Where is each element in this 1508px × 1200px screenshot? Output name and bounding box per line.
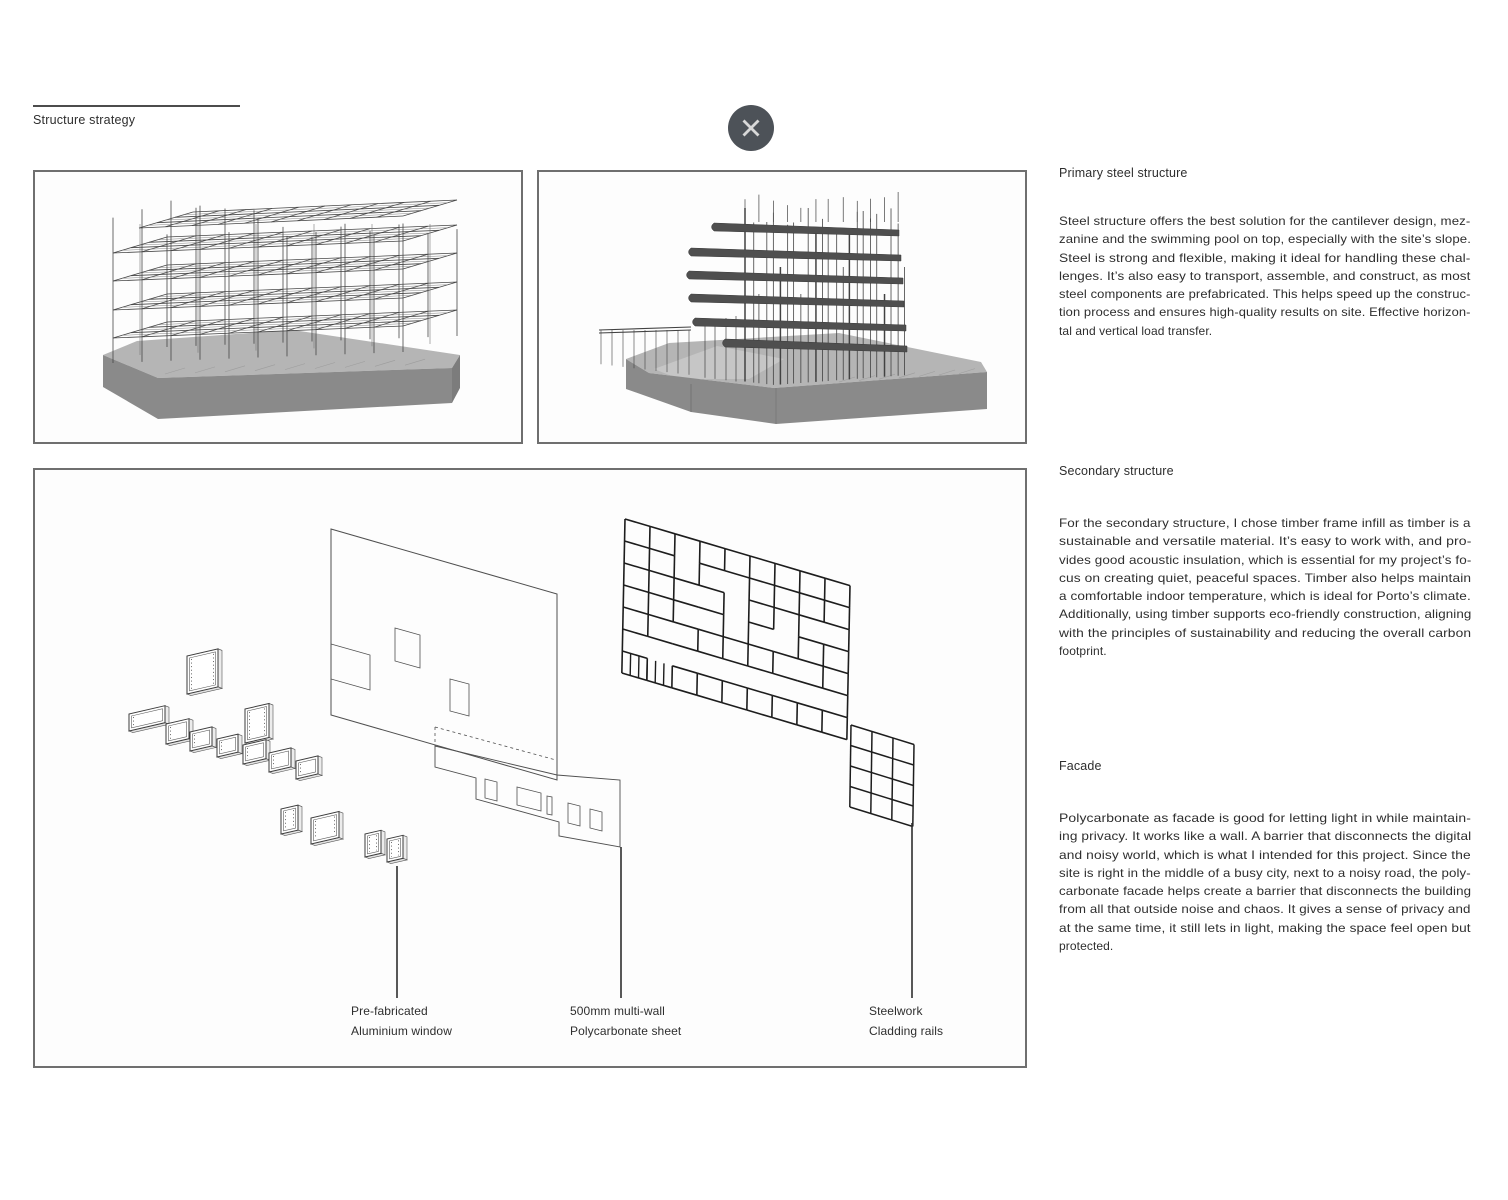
body-line: with the principles of sustainability an… [1059, 625, 1472, 640]
title-rule [33, 105, 240, 107]
aluminium-window-part [188, 726, 218, 753]
aluminium-window-part [279, 804, 304, 836]
diagram-label-line1: Steelwork [869, 1004, 923, 1018]
diagram-label-line1: 500mm multi-wall [570, 1004, 665, 1018]
steel-frame-axon-drawing [103, 199, 460, 419]
page-title: Structure strategy [33, 113, 136, 127]
aluminium-window-part [164, 718, 195, 746]
section-body: Steel structure offers the best solution… [1059, 212, 1471, 340]
section-heading: Facade [1059, 759, 1102, 773]
steel-columns-axon-drawing [598, 192, 987, 424]
panel-steel-structure-frame [33, 170, 523, 444]
body-line: protected. [1059, 939, 1114, 954]
body-line: Additionally, using timber supports eco-… [1059, 607, 1472, 622]
section-body: For the secondary structure, I chose tim… [1059, 514, 1471, 660]
body-line: carbonate facade helps create a barrier … [1059, 884, 1472, 899]
body-line: Polycarbonate as facade is good for lett… [1059, 811, 1471, 825]
body-line: Steel is strong and flexible, making it … [1059, 250, 1471, 265]
body-line: steel components are prefabricated. This… [1059, 287, 1471, 302]
body-line: a comfortable indoor temperature, which … [1059, 589, 1471, 604]
section-heading: Primary steel structure [1059, 166, 1188, 180]
aluminium-window-part [294, 755, 324, 781]
aluminium-window-part [241, 739, 272, 766]
body-line: sustainable and versatile material. It’s… [1059, 534, 1472, 549]
aluminium-window-part [215, 733, 244, 759]
body-line: and noisy world, which is what I intende… [1059, 847, 1471, 862]
aluminium-window-part [363, 829, 387, 859]
aluminium-window-part [309, 810, 345, 846]
body-line: site is right in the middle of a busy ci… [1059, 865, 1471, 880]
body-line: at the same time, it still lets in light… [1059, 920, 1471, 935]
body-line: For the secondary structure, I chose tim… [1059, 516, 1471, 530]
section-body: Polycarbonate as facade is good for lett… [1059, 809, 1471, 955]
aluminium-window-part [267, 747, 297, 774]
body-line: from all that outside noise and chaos. I… [1059, 902, 1471, 917]
body-line: lenges. It’s also easy to transport, ass… [1059, 268, 1471, 283]
close-button[interactable] [728, 105, 774, 151]
section-heading: Secondary structure [1059, 464, 1174, 478]
body-line: tion process and ensures high-quality re… [1059, 305, 1471, 320]
body-line: zanine and the swimming pool on top, esp… [1059, 232, 1471, 247]
diagram-label-line2: Polycarbonate sheet [570, 1023, 682, 1038]
aluminium-window-part [243, 702, 275, 745]
diagram-label-line1: Pre-fabricated [351, 1004, 428, 1018]
body-line: footprint. [1059, 644, 1107, 659]
panel-steel-structure-columns [537, 170, 1027, 444]
aluminium-window-part [127, 705, 171, 733]
diagram-label-line2: Aluminium window [351, 1023, 452, 1038]
body-line: ing privacy. It works like a wall. A bar… [1059, 829, 1472, 844]
aluminium-window-part [385, 834, 409, 864]
diagram-label-line2: Cladding rails [869, 1023, 944, 1038]
body-line: Steel structure offers the best solution… [1059, 214, 1471, 228]
body-line: tal and vertical load transfer. [1059, 323, 1213, 338]
close-icon [742, 119, 760, 137]
aluminium-window-part [185, 648, 224, 696]
facade-exploded-drawing [127, 518, 915, 998]
body-line: cus on creating quiet, peaceful spaces. … [1059, 570, 1472, 585]
body-line: vides good acoustic insulation, which is… [1059, 552, 1472, 567]
